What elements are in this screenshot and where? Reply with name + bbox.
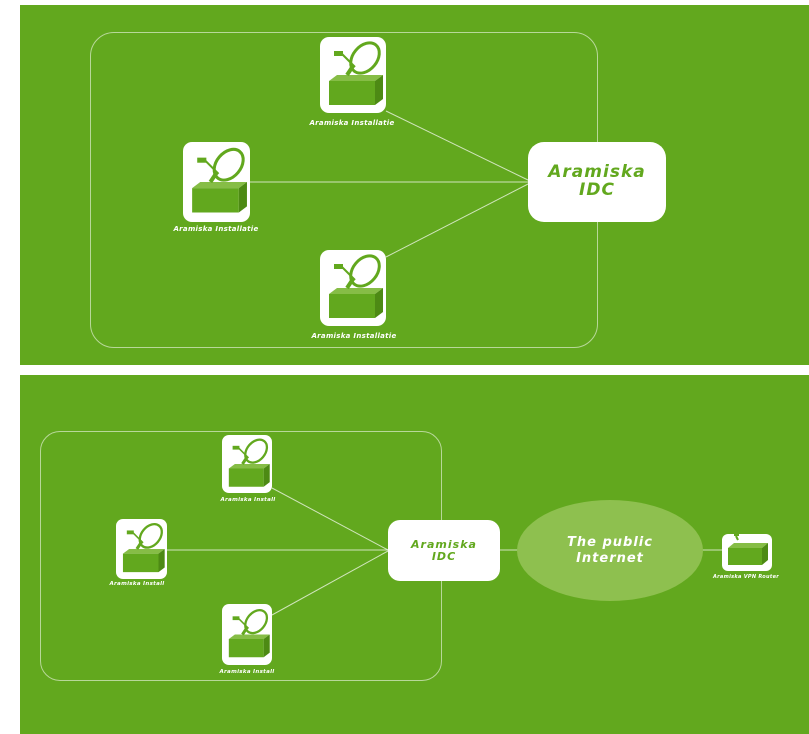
top-diagram-panel: Aramiska Installatie Aramiska Installati… — [20, 5, 809, 365]
top-install-label-2: Aramiska Installatie — [173, 225, 259, 233]
top-install-node-2 — [183, 142, 250, 222]
satellite-dish-icon — [228, 438, 270, 487]
satellite-dish-icon — [122, 523, 165, 573]
bottom-idc-line1: Aramiska — [411, 537, 477, 551]
satellite-dish-icon — [329, 41, 383, 105]
router-icon — [728, 534, 768, 565]
satellite-dish-icon — [228, 609, 270, 658]
top-install-node-3 — [320, 250, 386, 326]
bottom-connection-lines — [167, 487, 722, 616]
top-connection-lines — [250, 110, 531, 258]
public-internet-cloud: The public Internet — [517, 500, 703, 601]
bottom-install-label-1: Aramiska Install — [220, 497, 276, 503]
bottom-idc-hub: Aramiska IDC — [388, 520, 500, 581]
top-install-node-1 — [320, 37, 386, 113]
satellite-dish-icon — [192, 147, 247, 213]
bottom-install-label-2: Aramiska Install — [109, 581, 165, 587]
vpn-router-node — [722, 534, 772, 571]
internet-line1: The public — [567, 534, 653, 550]
bottom-idc-line2: IDC — [431, 549, 457, 563]
top-idc-line2: IDC — [579, 180, 615, 200]
bottom-install-node-3 — [222, 604, 272, 665]
top-idc-line1: Aramiska — [548, 162, 646, 183]
satellite-dish-icon — [329, 254, 383, 318]
internet-line2: Internet — [576, 550, 644, 566]
top-install-label-3: Aramiska Installatie — [311, 332, 397, 340]
bottom-install-label-3: Aramiska Install — [219, 669, 275, 675]
bottom-install-node-2 — [116, 519, 167, 579]
bottom-install-node-1 — [222, 435, 272, 493]
top-install-label-1: Aramiska Installatie — [309, 119, 395, 127]
top-idc-hub: Aramiska IDC — [528, 142, 666, 222]
bottom-diagram-panel: Aramiska Install Aramiska Install Aramis… — [20, 375, 809, 734]
vpn-router-label: Aramiska VPN Router — [712, 574, 780, 580]
